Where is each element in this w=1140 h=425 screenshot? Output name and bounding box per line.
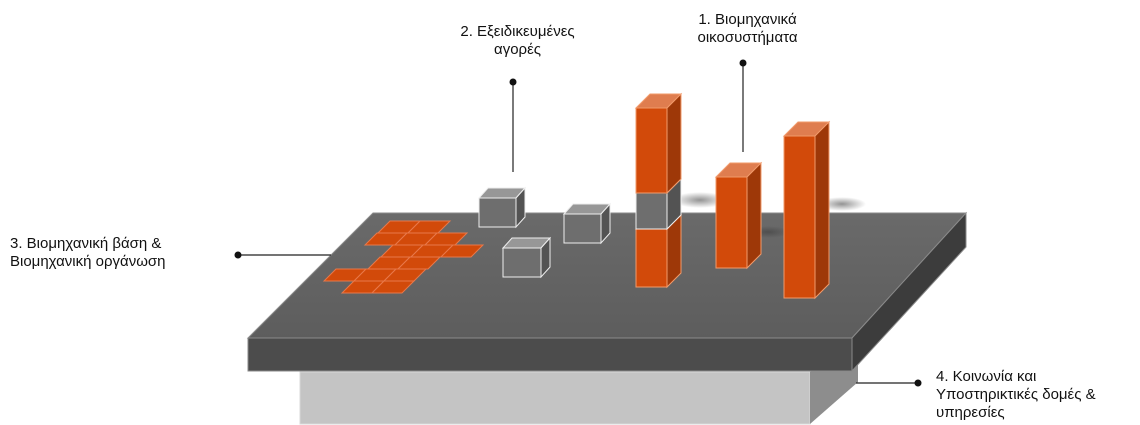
label-base-line2: Βιομηχανική οργάνωση — [10, 253, 166, 270]
callout-markets — [509, 78, 517, 172]
label-ecosystems-line1: 1. Βιομηχανικά — [698, 11, 797, 28]
label-markets-line1: 2. Εξειδικευμένες — [460, 23, 575, 40]
market-cube-front — [501, 236, 552, 279]
tower-right-front — [783, 135, 816, 299]
ecosystem-towers — [634, 92, 831, 300]
callout-base — [234, 251, 331, 259]
tower-left-upper — [634, 92, 683, 195]
tower-middle-side — [746, 161, 762, 270]
market-cube-front-front — [502, 247, 542, 278]
base-tile-14 — [370, 280, 416, 294]
tower-middle — [714, 161, 763, 270]
label-society-support: 4. Κοινωνία και Υποστηρικτικές δομές & υ… — [936, 368, 1096, 422]
industrial-base-tiles — [322, 220, 485, 294]
tower-right — [782, 120, 831, 300]
label-specialized-markets: 2. Εξειδικευμένες αγορές — [430, 23, 605, 59]
label-ecosystems-line2: οικοσυστήματα — [697, 29, 798, 46]
tower-left-upper-front — [635, 107, 668, 194]
base-tile-7 — [439, 244, 485, 258]
label-society-line3: υπηρεσίες — [936, 404, 1005, 421]
label-society-line1: 4. Κοινωνία και — [936, 368, 1037, 385]
tower-left-middle-front — [635, 192, 668, 230]
market-cube-back — [477, 186, 527, 229]
label-base-line1: 3. Βιομηχανική βάση & — [10, 235, 162, 252]
label-markets-line2: αγορές — [494, 41, 541, 58]
callout-society — [856, 379, 922, 387]
market-cube-right — [562, 202, 612, 245]
label-industrial-base: 3. Βιομηχανική βάση & Βιομηχανική οργάνω… — [10, 235, 166, 271]
market-cubes — [477, 186, 612, 279]
market-cube-back-front — [478, 197, 517, 228]
tower-right-side — [814, 120, 830, 300]
label-industrial-ecosystems: 1. Βιομηχανικά οικοσυστήματα — [660, 11, 835, 47]
label-society-line2: Υποστηρικτικές δομές & — [936, 386, 1096, 403]
market-cube-right-front — [563, 213, 602, 244]
callout-ecosystems — [739, 59, 747, 152]
tower-middle-front — [715, 176, 748, 269]
tower-left-upper-side — [666, 92, 682, 195]
tower-left-lower-front — [635, 228, 668, 288]
